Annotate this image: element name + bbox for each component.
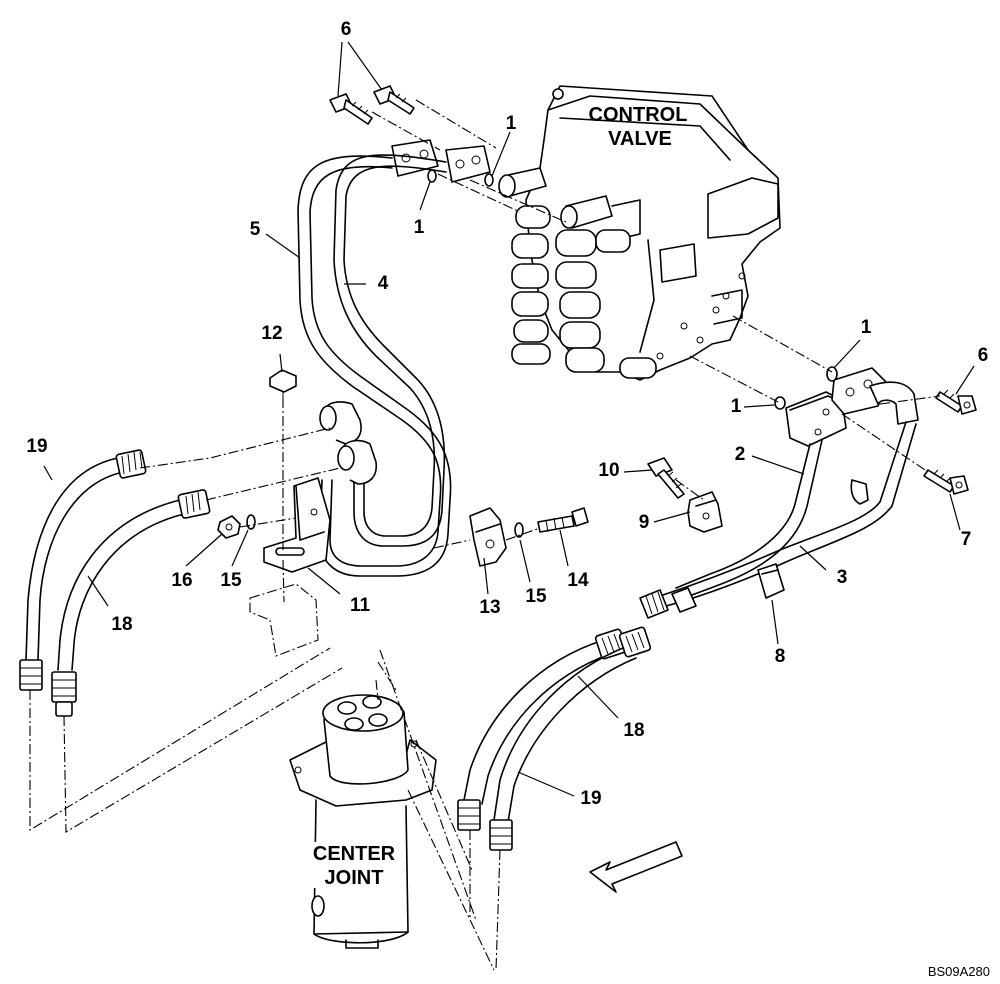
- callout-6-top: 6: [341, 19, 352, 40]
- callout-16: 16: [171, 570, 192, 591]
- callout-3: 3: [837, 567, 848, 588]
- callout-13: 13: [479, 597, 500, 618]
- callout-5: 5: [250, 219, 261, 240]
- callout-1-right-top: 1: [861, 317, 872, 338]
- callout-4: 4: [378, 273, 389, 294]
- hose-19-right: [489, 626, 652, 851]
- bolt-10: [647, 457, 685, 499]
- phantom-lines: [29, 99, 941, 971]
- callout-7: 7: [961, 529, 972, 550]
- bolt-12: [269, 369, 297, 398]
- bolt-6-right: [935, 389, 977, 415]
- callout-1-top-left: 1: [414, 217, 425, 238]
- valve-top-ports: [498, 88, 613, 229]
- center-joint: [289, 694, 437, 949]
- washer-15-right: [514, 522, 524, 538]
- control-valve-label-line2: VALVE: [608, 128, 672, 150]
- control-valve-label-line1: CONTROL: [589, 104, 688, 126]
- callout-6-right: 6: [978, 345, 989, 366]
- callout-2: 2: [735, 444, 746, 465]
- callout-14: 14: [567, 570, 589, 591]
- clamp-13: [469, 507, 507, 567]
- front-direction-arrow-icon: [589, 841, 683, 893]
- nut-16: [217, 515, 241, 539]
- bolt-14: [537, 507, 589, 533]
- top-bolts: [329, 85, 415, 125]
- bolt-7: [923, 469, 969, 495]
- callout-15-right: 15: [525, 586, 547, 607]
- drawing-code: BS09A280: [928, 964, 990, 979]
- callout-1-top-right: 1: [506, 113, 517, 134]
- washer-15-left: [246, 514, 256, 530]
- hose-19-left: [19, 449, 147, 691]
- pipe-3: [659, 421, 917, 607]
- hose-18-left: [51, 489, 211, 717]
- callout-15-left: 15: [220, 570, 242, 591]
- control-valve: [498, 85, 781, 381]
- pipe-5: [297, 155, 452, 577]
- flange-right: [831, 367, 919, 425]
- frame-bracket-ghost: [249, 583, 319, 657]
- callout-10: 10: [598, 460, 619, 481]
- callout-8: 8: [775, 646, 786, 667]
- hose-ends-2-3: [639, 587, 697, 619]
- pipe-end-fittings: [319, 401, 378, 485]
- pipe-4: [333, 154, 447, 547]
- center-joint-label-line1: CENTER: [313, 843, 396, 865]
- callout-19-right: 19: [580, 788, 601, 809]
- callout-1-right-bottom: 1: [731, 396, 742, 417]
- bracket-11: [263, 477, 331, 573]
- fitting-block-2: [785, 391, 847, 447]
- callout-19-left: 19: [26, 436, 47, 457]
- center-joint-label-line2: JOINT: [325, 867, 384, 889]
- callout-11: 11: [350, 595, 371, 616]
- clamp-9: [687, 491, 723, 533]
- callout-9: 9: [639, 512, 650, 533]
- hose-18-right: [457, 628, 628, 831]
- leader-lines: [43, 41, 975, 797]
- callout-numbers: 6 1 1 5 4 12 19 16 15 18 11 13 15 14 1 6…: [26, 19, 988, 809]
- callout-18-right: 18: [623, 720, 644, 741]
- callout-18-left: 18: [111, 614, 132, 635]
- callout-12: 12: [261, 323, 282, 344]
- clamp-8: [757, 563, 785, 599]
